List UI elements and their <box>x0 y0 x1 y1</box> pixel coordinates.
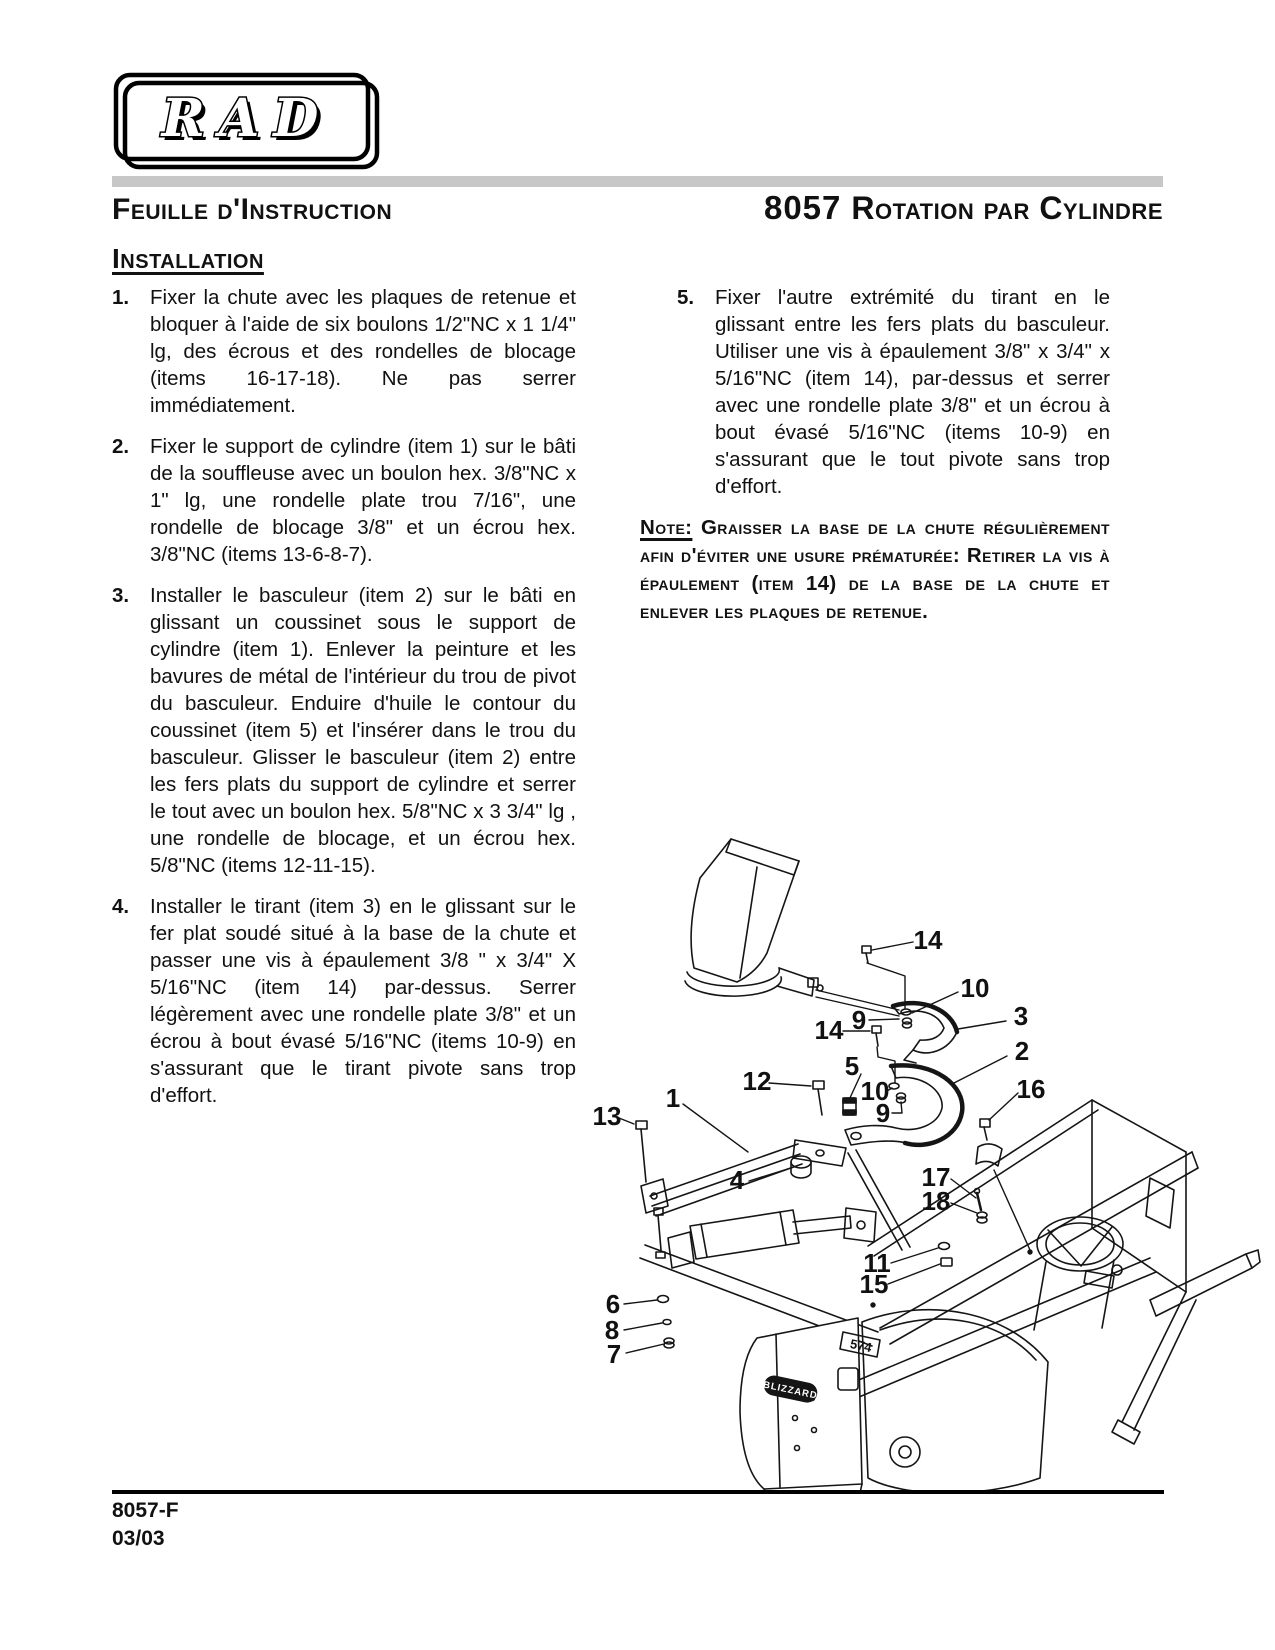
step-number: 2. <box>112 435 130 458</box>
instruction-step: 1. Fixer la chute avec les plaques de re… <box>112 284 576 419</box>
instruction-step: 5. Fixer l'autre extrémité du tirant en … <box>677 284 1110 500</box>
callout-13: 13 <box>593 1101 622 1131</box>
part-chute <box>684 838 824 997</box>
brand-logo-graphic: RAD RAD <box>113 72 380 170</box>
column-left: 1. Fixer la chute avec les plaques de re… <box>112 284 576 1123</box>
model-plate-text: 574 <box>849 1336 874 1355</box>
part-tirant-crescent <box>890 1000 960 1064</box>
part-link-bar <box>847 1149 911 1251</box>
callout-7: 7 <box>607 1339 621 1369</box>
part-right-frame <box>1091 1099 1261 1445</box>
model-number: 8057 <box>763 189 842 226</box>
callout-14: 14 <box>914 925 943 955</box>
washer-10a <box>900 1008 912 1016</box>
callout-18: 18 <box>922 1186 951 1216</box>
callout-16: 16 <box>1017 1074 1046 1104</box>
clip-16 <box>975 1143 1003 1167</box>
step-text: Fixer l'autre extrémité du tirant en le … <box>715 286 1110 498</box>
instruction-step: 4. Installer le tirant (item 3) en le gl… <box>112 893 576 1109</box>
lock-washer-8 <box>662 1318 672 1326</box>
callout-15: 15 <box>860 1269 889 1299</box>
part-hydraulic-cylinder <box>667 1207 877 1269</box>
callout-5: 5 <box>845 1051 859 1081</box>
nut-7 <box>663 1337 675 1345</box>
part-bushing <box>842 1097 857 1116</box>
instruction-step: 3. Installer le basculeur (item 2) sur l… <box>112 582 576 879</box>
callout-9: 9 <box>852 1005 866 1035</box>
washer-18 <box>976 1211 988 1219</box>
callout-6: 6 <box>606 1289 620 1319</box>
callout-4: 4 <box>730 1165 745 1195</box>
instruction-step: 2. Fixer le support de cylindre (item 1)… <box>112 433 576 568</box>
callout-8: 8 <box>605 1315 619 1345</box>
callout-2: 2 <box>1015 1036 1029 1066</box>
step-number: 3. <box>112 584 130 607</box>
document-title: Feuille d'Instruction <box>112 193 393 226</box>
step-text: Installer le basculeur (item 2) sur le b… <box>150 584 576 877</box>
logo-border-outer <box>113 72 371 162</box>
bolt-14a <box>861 945 872 954</box>
nut-15 <box>940 1257 953 1267</box>
hardware-fasteners <box>635 945 1003 1349</box>
callout-17: 17 <box>922 1162 951 1192</box>
note-text: Graisser la base de la chute régulièreme… <box>640 516 1110 623</box>
washer-11 <box>937 1241 951 1251</box>
washer-10b <box>888 1082 900 1090</box>
footer-rule <box>112 1490 1164 1494</box>
step-number: 4. <box>112 895 130 918</box>
callout-14b: 14 <box>815 1015 844 1045</box>
callout-11: 11 <box>863 1248 891 1278</box>
bolt-13 <box>635 1120 648 1130</box>
column-right: 5. Fixer l'autre extrémité du tirant en … <box>640 284 1110 647</box>
callout-1: 1 <box>666 1083 680 1113</box>
nut-9a <box>901 1017 913 1025</box>
blizzard-decal: BLIZZARD <box>762 1375 819 1403</box>
step-text: Fixer la chute avec les plaques de reten… <box>150 286 576 417</box>
note-label: Note: <box>640 516 693 539</box>
logo-border-inner <box>122 80 380 170</box>
callout-10b: 10 <box>861 1076 890 1106</box>
part-side-panel <box>739 1317 881 1490</box>
callout-3: 3 <box>1014 1001 1028 1031</box>
note-paragraph: Note: Graisser la base de la chute régul… <box>640 514 1110 626</box>
part-blower-housing <box>861 1308 1049 1490</box>
part-chute-ring <box>1033 1216 1124 1331</box>
callout-9b: 9 <box>876 1098 890 1128</box>
exploded-parts-diagram: BLIZZARD 574 14 10 9 3 14 2 5 10 9 12 1 … <box>593 838 1261 1490</box>
header-divider-bar <box>112 176 1163 187</box>
bolt-16 <box>979 1118 991 1128</box>
footer-doc-number: 8057-F <box>112 1499 179 1522</box>
section-heading: Installation <box>112 243 264 274</box>
step-number: 1. <box>112 286 130 309</box>
washer-6 <box>656 1294 670 1304</box>
callout-10: 10 <box>961 973 990 1003</box>
part-support-arm <box>640 1139 847 1259</box>
brand-logo: RAD RAD <box>112 72 384 174</box>
logo-text: RAD <box>160 88 333 149</box>
nut-9b <box>895 1092 907 1100</box>
step-text: Fixer le support de cylindre (item 1) su… <box>150 435 576 566</box>
footer-date: 03/03 <box>112 1527 165 1550</box>
callout-12: 12 <box>743 1066 772 1096</box>
bolt-14b <box>871 1025 882 1034</box>
model-name: Rotation par Cylindre <box>851 190 1163 226</box>
callout-leaders <box>618 941 1033 1354</box>
part-basculeur-crescent <box>844 1063 965 1148</box>
footer: 8057-F 03/03 <box>112 1497 179 1553</box>
step-text: Installer le tirant (item 3) en le gliss… <box>150 895 576 1107</box>
logo-text-shadow: RAD <box>164 92 337 153</box>
part-rubber-stop <box>790 1155 812 1179</box>
bolt-12 <box>812 1080 825 1090</box>
step-number: 5. <box>677 286 695 309</box>
callout-labels: 14 10 9 3 14 2 5 10 9 12 1 13 16 4 17 18… <box>593 925 1046 1369</box>
